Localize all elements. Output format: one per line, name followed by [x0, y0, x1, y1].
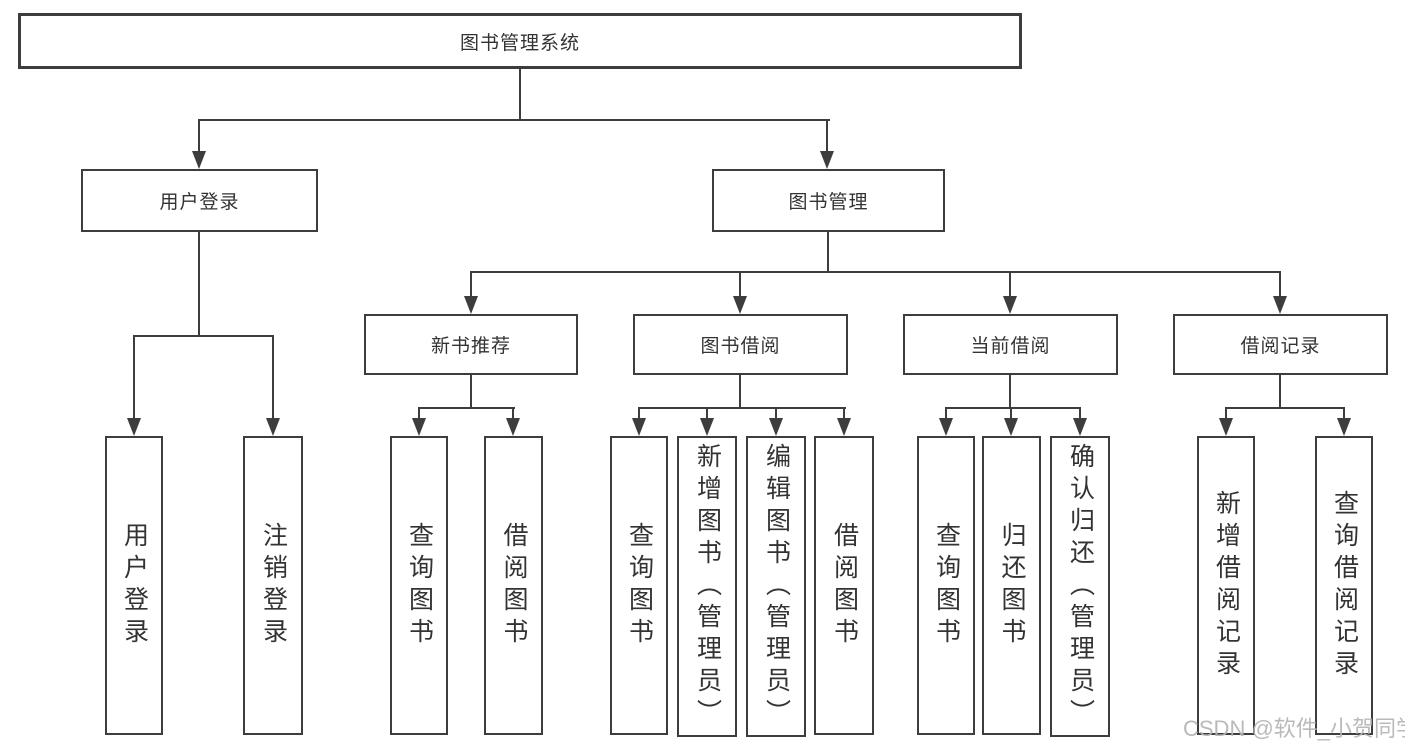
connector-line	[519, 69, 521, 120]
leaf-query-borrow-record: 查询借阅记录	[1315, 436, 1373, 735]
arrow-down-icon	[506, 418, 520, 436]
arrow-down-icon	[1273, 296, 1287, 314]
leaf-query-books-recommend-label: 查询图书	[405, 521, 434, 650]
leaf-borrow-books-borrow: 借阅图书	[814, 436, 874, 735]
connector-line	[1343, 407, 1345, 419]
connector-line	[198, 119, 830, 121]
node-new-book-recommend: 新书推荐	[364, 314, 578, 375]
connector-line	[1225, 407, 1227, 419]
leaf-user-login-label: 用户登录	[120, 521, 149, 650]
arrow-down-icon	[1337, 418, 1351, 436]
leaf-edit-books-admin-label: 编辑图书（管理员）	[762, 442, 791, 731]
node-book-management: 图书管理	[712, 169, 945, 232]
connector-line	[470, 271, 1281, 273]
connector-line	[1279, 375, 1281, 409]
node-borrow-records: 借阅记录	[1173, 314, 1388, 375]
connector-line	[638, 407, 846, 409]
connector-line	[470, 375, 472, 409]
leaf-return-books-label: 归还图书	[998, 521, 1026, 650]
node-root: 图书管理系统	[18, 13, 1022, 69]
leaf-query-books-borrow: 查询图书	[610, 436, 668, 735]
connector-line	[775, 407, 777, 419]
connector-line	[706, 407, 708, 419]
connector-line	[827, 232, 829, 273]
connector-line	[133, 335, 135, 419]
leaf-query-books-current-label: 查询图书	[932, 521, 961, 650]
connector-line	[198, 119, 200, 153]
arrow-down-icon	[1004, 418, 1018, 436]
node-user-login: 用户登录	[81, 169, 318, 232]
arrow-down-icon	[1003, 296, 1017, 314]
connector-line	[826, 119, 828, 153]
arrow-down-icon	[733, 296, 747, 314]
arrow-down-icon	[266, 418, 280, 436]
leaf-add-books-admin-label: 新增图书（管理员）	[693, 442, 722, 731]
connector-line	[739, 375, 741, 409]
node-borrow-records-label: 借阅记录	[1240, 336, 1321, 357]
connector-line	[1225, 407, 1345, 409]
leaf-query-books-current: 查询图书	[917, 436, 975, 735]
leaf-confirm-return-admin: 确认归还（管理员）	[1050, 436, 1110, 737]
connector-line	[1010, 407, 1012, 419]
connector-line	[638, 407, 640, 419]
arrow-down-icon	[1073, 418, 1087, 436]
connector-line	[1279, 271, 1281, 298]
leaf-add-borrow-record-label: 新增借阅记录	[1212, 489, 1241, 682]
node-book-borrow-label: 图书借阅	[700, 336, 781, 357]
leaf-add-books-admin: 新增图书（管理员）	[677, 436, 737, 737]
arrow-down-icon	[769, 418, 783, 436]
node-user-login-label: 用户登录	[159, 192, 240, 213]
connector-line	[945, 407, 947, 419]
leaf-return-books: 归还图书	[982, 436, 1041, 735]
connector-line	[1009, 271, 1011, 298]
node-root-label: 图书管理系统	[459, 32, 580, 54]
leaf-query-borrow-record-label: 查询借阅记录	[1330, 489, 1359, 682]
leaf-borrow-books-recommend: 借阅图书	[484, 436, 543, 735]
arrow-down-icon	[700, 418, 714, 436]
connector-line	[470, 271, 472, 298]
arrow-down-icon	[939, 418, 953, 436]
arrow-down-icon	[192, 151, 206, 169]
arrow-down-icon	[1219, 418, 1233, 436]
connector-line	[739, 271, 741, 298]
connector-line	[945, 407, 1081, 409]
node-book-borrow: 图书借阅	[633, 314, 848, 375]
leaf-confirm-return-admin-label: 确认归还（管理员）	[1066, 442, 1095, 731]
arrow-down-icon	[820, 151, 834, 169]
arrow-down-icon	[837, 418, 851, 436]
leaf-edit-books-admin: 编辑图书（管理员）	[746, 436, 806, 737]
node-current-borrow-label: 当前借阅	[970, 336, 1051, 357]
arrow-down-icon	[632, 418, 646, 436]
connector-line	[512, 407, 514, 419]
leaf-borrow-books-borrow-label: 借阅图书	[830, 521, 859, 650]
leaf-query-books-recommend: 查询图书	[390, 436, 448, 735]
connector-line	[418, 407, 515, 409]
connector-line	[1079, 407, 1081, 419]
connector-line	[133, 335, 274, 337]
leaf-logout: 注销登录	[243, 436, 303, 735]
arrow-down-icon	[127, 418, 141, 436]
connector-line	[418, 407, 420, 419]
node-book-management-label: 图书管理	[788, 192, 869, 213]
leaf-user-login: 用户登录	[105, 436, 163, 735]
connector-line	[198, 232, 200, 337]
leaf-query-books-borrow-label: 查询图书	[625, 521, 654, 650]
watermark: CSDN @软件_小贺同学	[1183, 716, 1405, 741]
connector-line	[1009, 375, 1011, 409]
leaf-borrow-books-recommend-label: 借阅图书	[500, 521, 528, 650]
node-new-book-recommend-label: 新书推荐	[430, 336, 511, 357]
leaf-add-borrow-record: 新增借阅记录	[1197, 436, 1255, 735]
connector-line	[843, 407, 845, 419]
arrow-down-icon	[464, 296, 478, 314]
arrow-down-icon	[412, 418, 426, 436]
leaf-logout-label: 注销登录	[259, 521, 288, 650]
node-current-borrow: 当前借阅	[903, 314, 1118, 375]
connector-line	[272, 335, 274, 419]
